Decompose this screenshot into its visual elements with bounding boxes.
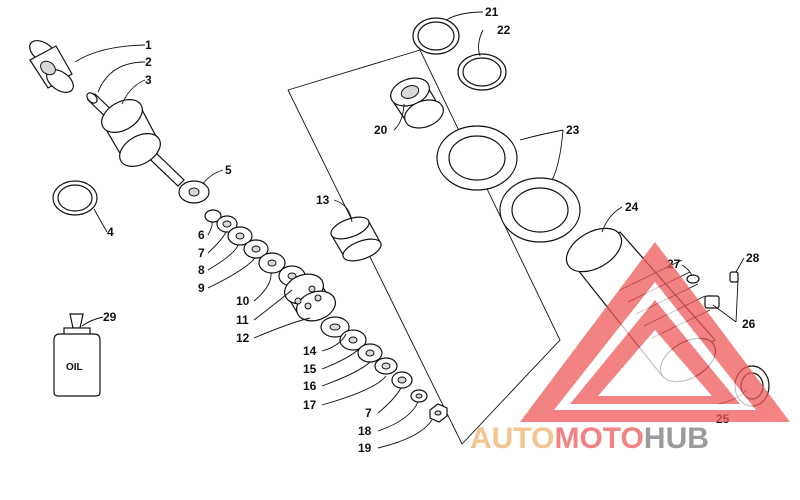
callout-28: 28 xyxy=(746,251,760,265)
part-5-washer xyxy=(178,180,210,204)
part-29-oil-bottle: OIL xyxy=(53,313,101,397)
callout-3: 3 xyxy=(145,73,152,87)
callout-9: 9 xyxy=(198,281,205,295)
callout-1: 1 xyxy=(145,38,152,52)
part-11-piston xyxy=(284,273,336,322)
callout-10: 10 xyxy=(236,294,250,308)
callout-23: 23 xyxy=(566,123,580,137)
callout-4: 4 xyxy=(107,225,114,239)
part-23-spring-retainers xyxy=(436,125,581,243)
watermark-triangle-logo xyxy=(520,242,790,422)
callout-6: 6 xyxy=(198,228,205,242)
callout-20: 20 xyxy=(374,123,388,137)
callout-19: 19 xyxy=(358,441,372,455)
callout-2: 2 xyxy=(145,55,152,69)
callout-29: 29 xyxy=(103,310,117,324)
part-1-eyelet xyxy=(29,40,74,93)
callout-24: 24 xyxy=(625,200,639,214)
assembly-outline xyxy=(287,49,561,445)
watermark: AUTOMOTOHUB xyxy=(470,242,790,455)
parts-6-10-shim-stack xyxy=(204,209,306,287)
callout-12: 12 xyxy=(236,331,250,345)
parts-12-18-lower-shims xyxy=(320,316,428,403)
callout-26: 26 xyxy=(742,317,756,331)
watermark-text-moto: MOTO xyxy=(554,422,643,455)
callout-11: 11 xyxy=(236,313,249,327)
callout-15: 15 xyxy=(303,362,317,376)
part-2-3-shaft xyxy=(86,92,185,187)
callout-16: 16 xyxy=(303,379,317,393)
callout-7b: 7 xyxy=(365,406,372,420)
part-21-ring xyxy=(412,17,460,55)
watermark-text-hub: HUB xyxy=(644,422,709,455)
callout-13: 13 xyxy=(316,193,330,207)
watermark-text-auto: AUTO xyxy=(470,422,554,455)
callout-22: 22 xyxy=(497,23,511,37)
leader-lines xyxy=(74,11,747,449)
oil-label: OIL xyxy=(66,362,83,373)
callout-18: 18 xyxy=(358,424,372,438)
callout-14: 14 xyxy=(303,344,317,358)
part-19-nut xyxy=(429,403,448,423)
callout-17: 17 xyxy=(303,398,317,412)
callout-21: 21 xyxy=(485,5,499,19)
part-22-ring xyxy=(457,53,507,91)
callout-8: 8 xyxy=(198,263,205,277)
parts-26-28-fitting xyxy=(686,271,739,309)
part-20-seal-head xyxy=(390,77,444,129)
svg-text:AUTOMOTOHUB: AUTOMOTOHUB xyxy=(470,422,709,455)
callout-7: 7 xyxy=(198,246,205,260)
callout-5: 5 xyxy=(225,163,232,177)
part-4-o-ring xyxy=(52,180,98,216)
part-13-sleeve xyxy=(330,216,382,262)
